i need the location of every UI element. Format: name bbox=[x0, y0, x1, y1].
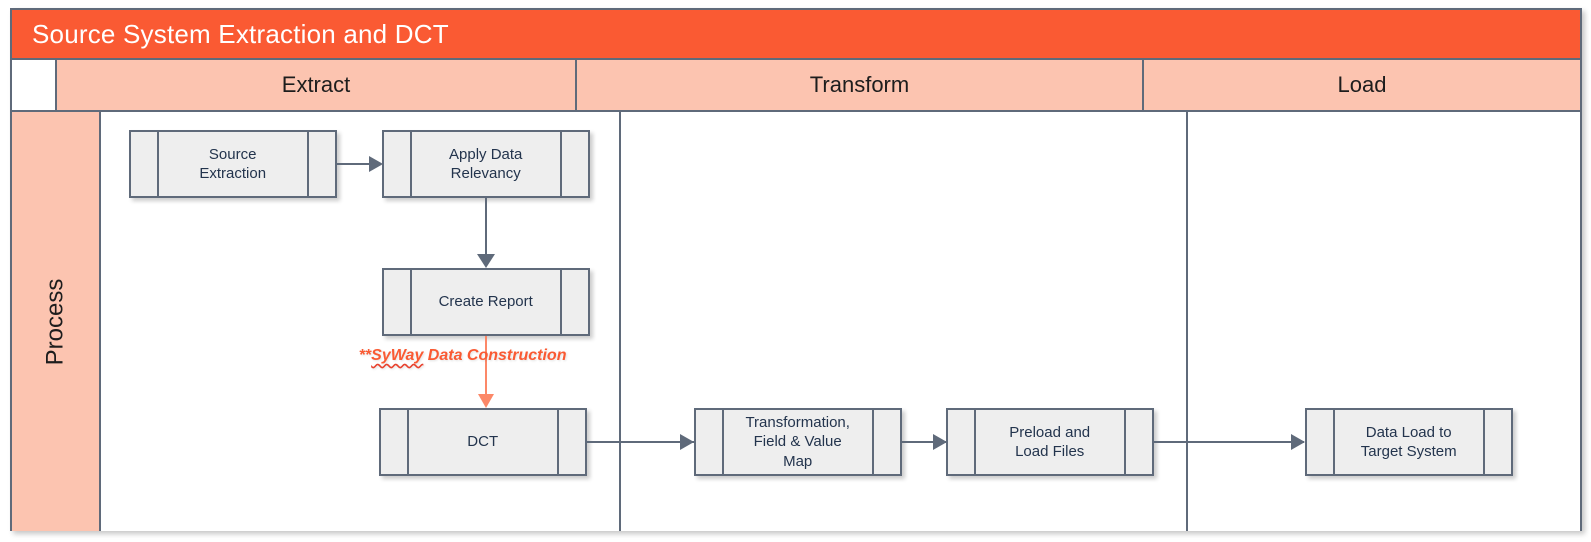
swimlane-divider-transform-load bbox=[1185, 112, 1188, 531]
phase-header-row: Extract Transform Load bbox=[12, 60, 1580, 112]
node-dct-label: DCT bbox=[467, 433, 499, 451]
edge-create-report-to-dct-line bbox=[484, 336, 487, 398]
phase-header-load: Load bbox=[1144, 60, 1580, 110]
edge-source-extraction-to-apply-data-relevancy-arrowhead bbox=[368, 156, 383, 172]
edge-apply-data-relevancy-to-create-report-line bbox=[484, 198, 487, 258]
edge-transformation-map-to-preload-line bbox=[901, 441, 946, 443]
edge-dct-to-transformation-map-line bbox=[586, 441, 694, 443]
annotation-misspelled-word: SyWay bbox=[371, 347, 424, 364]
phase-header-extract: Extract bbox=[57, 60, 577, 110]
edge-apply-data-relevancy-to-create-report-arrowhead bbox=[476, 254, 495, 268]
annotation-prefix: ** bbox=[358, 347, 372, 364]
diagram-frame: Source System Extraction and DCT Extract… bbox=[10, 8, 1582, 531]
lane-header-process-label: Process bbox=[41, 278, 69, 365]
node-dct[interactable]: DCT bbox=[378, 408, 587, 476]
node-create-report[interactable]: Create Report bbox=[381, 268, 590, 336]
edge-create-report-to-dct-arrowhead bbox=[477, 394, 494, 408]
annotation-rest: Data Construction bbox=[423, 347, 567, 364]
swimlane-divider-extract-transform bbox=[618, 112, 621, 531]
annotation-syway-data-construction: **SyWay Data Construction bbox=[359, 347, 567, 365]
diagram-title-bar: Source System Extraction and DCT bbox=[12, 10, 1580, 60]
phase-header-transform: Transform bbox=[577, 60, 1144, 110]
lane-header-process: Process bbox=[12, 112, 101, 531]
edge-dct-to-transformation-map-arrowhead bbox=[679, 434, 694, 450]
edge-preload-to-data-load-target-arrowhead bbox=[1290, 434, 1305, 450]
diagram-title: Source System Extraction and DCT bbox=[32, 18, 449, 49]
node-create-report-label: Create Report bbox=[438, 293, 533, 311]
edge-transformation-map-to-preload-arrowhead bbox=[932, 434, 947, 450]
edge-source-extraction-to-apply-data-relevancy-line bbox=[336, 163, 381, 165]
phase-header-corner-spacer bbox=[12, 60, 57, 110]
edge-preload-to-data-load-target-line bbox=[1153, 441, 1304, 443]
